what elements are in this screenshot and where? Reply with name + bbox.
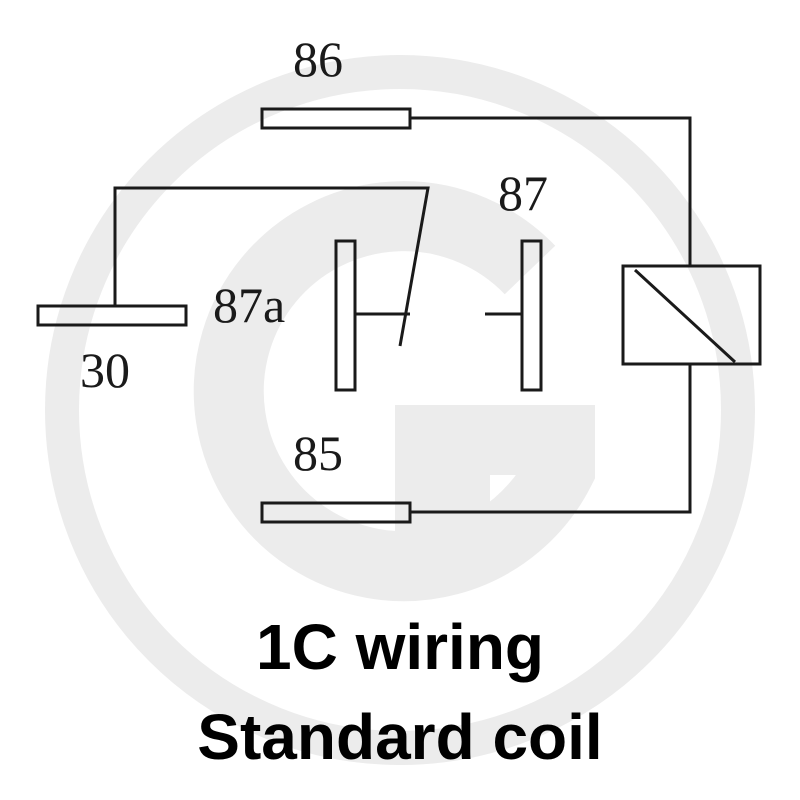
label-pin-87: 87 <box>498 165 548 221</box>
coil-box <box>621 264 762 366</box>
contact-87a <box>334 239 357 392</box>
coil-diagonal <box>633 268 737 364</box>
label-pin-85: 85 <box>293 425 343 481</box>
wire-coil-to-85 <box>410 364 692 514</box>
caption-line-1: 1C wiring <box>255 611 545 683</box>
terminal-86-blade <box>260 107 412 130</box>
label-pin-86: 86 <box>293 31 343 87</box>
wire-86-to-coil <box>410 116 692 266</box>
caption-line-2: Standard coil <box>197 701 603 773</box>
wire-30-to-arm <box>113 186 430 347</box>
terminal-85-blade <box>260 501 412 524</box>
contact-87 <box>520 239 543 392</box>
watermark-ring <box>45 55 755 765</box>
terminal-30-blade <box>36 304 188 327</box>
watermark-letter-g <box>193 181 595 602</box>
label-pin-30: 30 <box>80 342 130 398</box>
label-pin-87a: 87a <box>213 277 286 333</box>
